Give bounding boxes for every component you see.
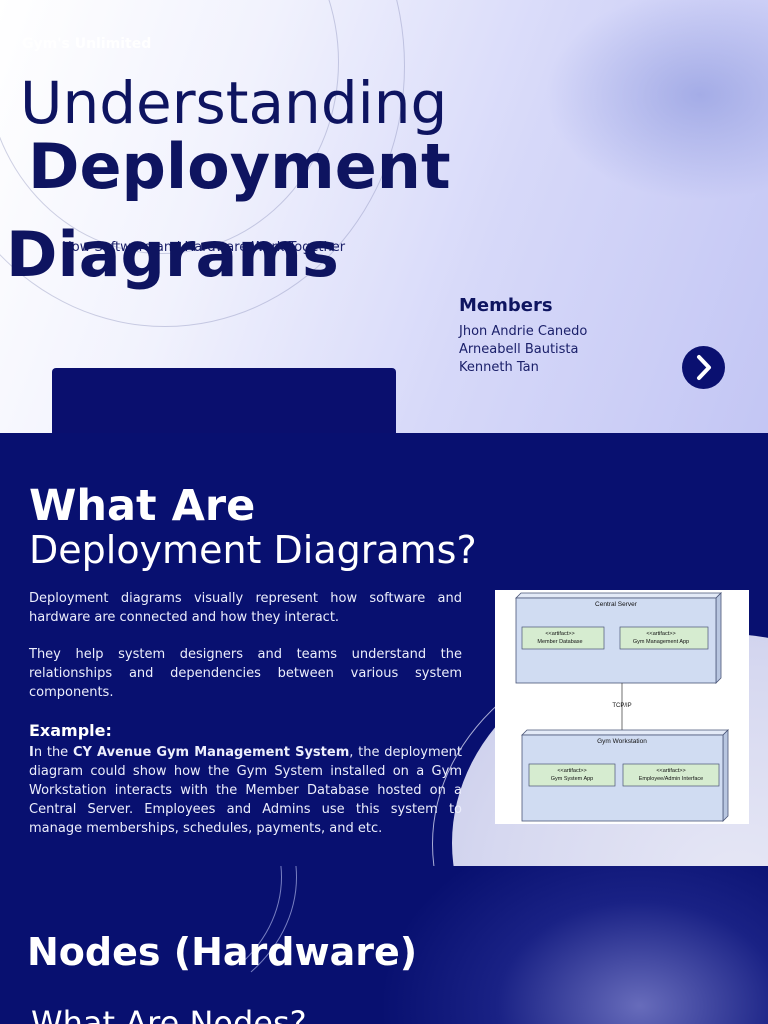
- artifact-box: [521, 626, 605, 650]
- artifact-gym-management-app: Gym Management App: [633, 639, 689, 645]
- members-heading: Members: [459, 295, 553, 316]
- section-subheading: What Are Nodes?: [31, 1004, 307, 1024]
- section-heading: Nodes (Hardware): [27, 930, 418, 974]
- title-line-3: Diagrams: [6, 218, 339, 291]
- next-slide-button[interactable]: [682, 346, 725, 389]
- what-are-deployment-diagrams-slide: What Are Deployment Diagrams? Deployment…: [0, 433, 768, 866]
- artifact-stereotype: <<artifact>>: [656, 768, 685, 774]
- artifact-box: [619, 626, 709, 650]
- section-heading-light: Deployment Diagrams?: [29, 528, 477, 572]
- example-body: , the deployment diagram could show how …: [29, 745, 462, 836]
- paragraph-definition: Deployment diagrams visually represent h…: [29, 591, 462, 625]
- title-line-2: Deployment: [28, 130, 451, 203]
- member-name: Arneabell Bautista: [459, 342, 579, 357]
- title-slide: Gym's Unlimited Understanding Deployment…: [0, 0, 768, 433]
- subtitle: How Software and Hardware Work Together: [62, 240, 346, 255]
- paragraph-example: In the CY Avenue Gym Management System, …: [29, 743, 462, 838]
- member-name: Jhon Andrie Canedo: [459, 324, 588, 339]
- chevron-right-icon: [697, 355, 711, 380]
- artifact-box: [622, 763, 720, 787]
- paragraph-purpose: They help system designers and teams und…: [29, 647, 462, 700]
- artifact-stereotype: <<artifact>>: [646, 631, 675, 637]
- deployment-diagram-image: Central Server <<artifact>> Member Datab…: [495, 590, 749, 824]
- member-name: Kenneth Tan: [459, 360, 539, 375]
- members-list: Jhon Andrie Canedo Arneabell Bautista Ke…: [459, 323, 587, 377]
- example-prefix: n the: [33, 745, 73, 760]
- connection-label: TCP/IP: [612, 703, 631, 709]
- example-first-letter: I: [29, 745, 34, 760]
- artifact-stereotype: <<artifact>>: [557, 768, 586, 774]
- artifact-employee-admin-interface: Employee/Admin Interface: [639, 776, 704, 782]
- artifact-gym-system-app: Gym System App: [551, 776, 594, 782]
- artifact-member-database: Member Database: [537, 639, 582, 645]
- brand-name: Gym's Unlimited: [22, 36, 152, 52]
- central-server-label: Central Server: [595, 601, 638, 608]
- nodes-slide: Nodes (Hardware) What Are Nodes?: [0, 866, 768, 1024]
- example-system-name: CY Avenue Gym Management System: [72, 745, 350, 760]
- title-line-1: Understanding: [20, 69, 448, 137]
- example-heading: Example:: [29, 721, 112, 740]
- section-heading-bold: What Are: [29, 481, 256, 531]
- decorative-tab: [52, 368, 396, 433]
- artifact-stereotype: <<artifact>>: [545, 631, 574, 637]
- gym-workstation-label: Gym Workstation: [597, 738, 647, 745]
- artifact-box: [528, 763, 616, 787]
